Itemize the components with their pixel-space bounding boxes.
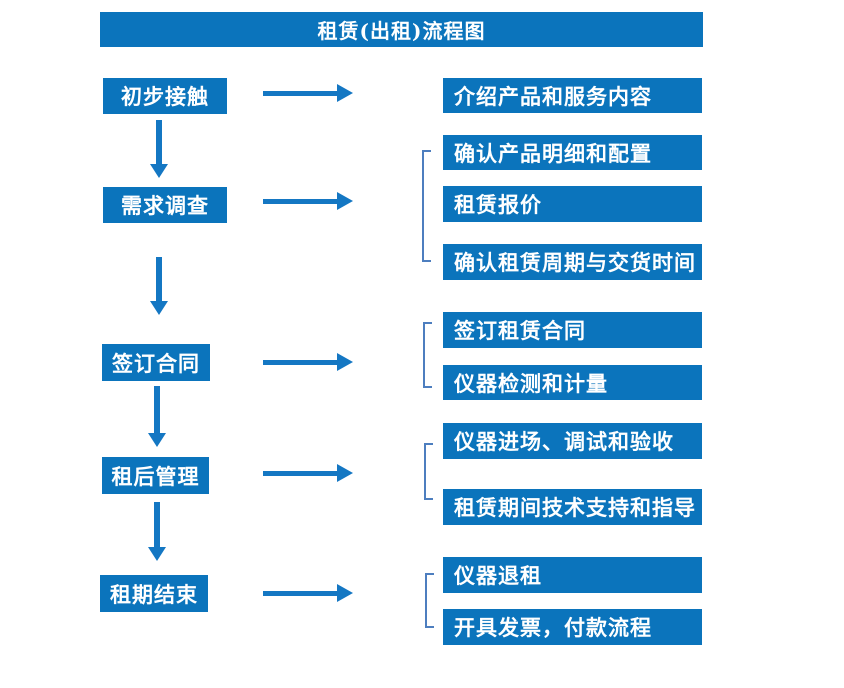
step-box-initial-contact: 初步接触 [103, 78, 227, 114]
detail-box-technical-support: 租赁期间技术支持和指导 [443, 489, 702, 525]
arrow-down-2-icon [150, 257, 168, 315]
arrow-shaft [156, 257, 162, 303]
arrow-down-1-icon [150, 120, 168, 178]
arrow-head [148, 547, 166, 561]
arrow-shaft [263, 360, 339, 365]
detail-box-confirm-rental-period: 确认租赁周期与交货时间 [443, 244, 702, 280]
step-box-rental-end: 租期结束 [100, 575, 208, 612]
detail-box-sign-rental-contract: 签订租赁合同 [443, 312, 702, 348]
detail-box-instrument-return: 仪器退租 [443, 557, 702, 593]
step-box-sign-contract: 签订合同 [102, 344, 210, 381]
arrow-right-4-icon [263, 464, 353, 482]
arrow-head [337, 584, 353, 602]
arrow-shaft [154, 502, 160, 549]
bracket-group-2-icon [422, 150, 431, 262]
arrow-shaft [156, 120, 162, 166]
arrow-right-2-icon [263, 192, 353, 210]
arrow-right-1-icon [263, 84, 353, 102]
arrow-head [337, 464, 353, 482]
detail-box-introduce-products: 介绍产品和服务内容 [443, 78, 702, 113]
arrow-head [150, 301, 168, 315]
arrow-head [148, 433, 166, 447]
arrow-shaft [263, 471, 339, 476]
arrow-right-5-icon [263, 584, 353, 602]
diagram-title: 租赁(出租)流程图 [100, 12, 703, 47]
arrow-head [337, 84, 353, 102]
detail-box-confirm-product-details: 确认产品明细和配置 [443, 135, 702, 170]
detail-box-rental-quote: 租赁报价 [443, 186, 702, 222]
step-box-post-rental-management: 租后管理 [102, 457, 209, 494]
arrow-down-4-icon [148, 502, 166, 561]
arrow-shaft [263, 591, 339, 596]
arrow-shaft [263, 199, 339, 204]
arrow-head [150, 164, 168, 178]
bracket-group-5-icon [425, 573, 434, 628]
bracket-group-3-icon [423, 322, 432, 388]
detail-box-instrument-testing: 仪器检测和计量 [443, 365, 702, 400]
detail-box-instrument-setup: 仪器进场、调试和验收 [443, 423, 702, 459]
arrow-head [337, 353, 353, 371]
arrow-down-3-icon [148, 386, 166, 447]
arrow-shaft [154, 386, 160, 435]
step-box-demand-survey: 需求调查 [103, 187, 227, 223]
arrow-shaft [263, 91, 339, 96]
bracket-group-4-icon [424, 443, 433, 500]
arrow-right-3-icon [263, 353, 353, 371]
arrow-head [337, 192, 353, 210]
detail-box-invoice-payment: 开具发票，付款流程 [443, 609, 702, 645]
